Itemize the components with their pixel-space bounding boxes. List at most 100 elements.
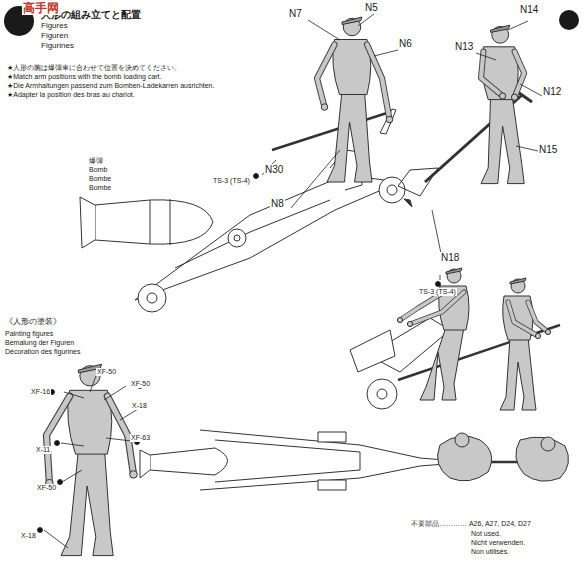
drawing-stroke xyxy=(481,96,524,184)
drawing-stroke xyxy=(215,440,360,482)
drawing-stroke xyxy=(398,168,438,196)
drawing-stroke xyxy=(150,199,170,245)
note-text: Painting figures xyxy=(4,330,54,338)
drawing-stroke xyxy=(317,45,335,108)
drawing-stroke xyxy=(147,293,157,303)
drawing-stroke xyxy=(379,177,405,203)
drawing-stroke xyxy=(95,200,213,244)
paint-code: X-18 xyxy=(20,532,37,540)
drawing-stroke xyxy=(62,470,82,482)
note-text: 《人形の塗装》 xyxy=(4,318,62,327)
drawing-stroke xyxy=(510,278,526,284)
drawing-stroke xyxy=(138,284,166,312)
drawing-stroke xyxy=(150,448,228,475)
callout-number: N6 xyxy=(398,38,413,49)
drawing-stroke xyxy=(440,275,441,280)
drawing-stroke xyxy=(317,45,335,108)
drawing-stroke xyxy=(104,386,126,400)
drawing-stroke xyxy=(47,396,70,483)
drawing-stroke xyxy=(135,175,400,300)
paint-code: XF-63 xyxy=(130,434,151,442)
drawing-stroke xyxy=(64,392,84,398)
note-text: Not used. xyxy=(470,530,502,538)
paint-code: X-11 xyxy=(35,446,51,454)
drawing-stroke xyxy=(234,235,240,241)
drawing-stroke xyxy=(535,333,540,338)
drawing-stroke xyxy=(44,530,68,548)
callout-number: N12 xyxy=(542,86,562,97)
drawing-stroke xyxy=(90,376,96,392)
drawing-stroke xyxy=(515,52,525,98)
drawing-stroke xyxy=(200,430,470,490)
drawing-stroke xyxy=(38,528,43,533)
drawing-stroke xyxy=(55,441,60,446)
step-badge xyxy=(559,10,579,30)
drawing-stroke xyxy=(308,20,340,40)
callout-number: N8 xyxy=(270,198,285,209)
note-text: 爆弾 xyxy=(88,157,104,165)
callout-number: N18 xyxy=(440,252,460,263)
paint-code: XF-50 xyxy=(96,368,117,376)
drawing-stroke xyxy=(80,197,95,248)
drawing-stroke xyxy=(407,321,412,326)
drawing-stroke xyxy=(387,185,397,195)
paint-code: XF-50 xyxy=(36,484,57,492)
drawing-stroke xyxy=(455,433,469,447)
callout-number: N13 xyxy=(454,41,474,52)
watermark: 高手网 xyxy=(22,2,60,15)
note-text: Décoration des figurines xyxy=(4,348,82,356)
note-text: Figures xyxy=(40,22,69,31)
drawing-stroke xyxy=(516,146,538,151)
drawing-stroke xyxy=(528,302,548,332)
note-text: Figuren xyxy=(40,32,69,41)
drawing-stroke xyxy=(528,302,548,332)
drawing-stroke xyxy=(491,25,510,32)
paint-code: XF-50 xyxy=(130,380,151,388)
drawing-stroke xyxy=(410,292,464,324)
note-text: Bombe xyxy=(88,184,112,192)
drawing-stroke xyxy=(367,379,397,409)
drawing-stroke xyxy=(228,229,246,247)
note-text: ★人形の腕は爆弾車に合わせて位置を決めてください。 xyxy=(6,64,182,72)
drawing-stroke xyxy=(130,471,138,479)
note-text: ★Adapter la position des bras au chariot… xyxy=(6,91,136,99)
note-text: Bomb xyxy=(88,166,108,174)
drawing-stroke xyxy=(516,437,569,481)
drawing-stroke xyxy=(397,317,402,322)
drawing-stroke xyxy=(446,268,462,274)
note-text: ★Match arm positions with the bomb loadi… xyxy=(6,73,163,81)
drawing-stroke xyxy=(436,282,441,287)
drawing-stroke xyxy=(476,53,496,60)
drawing-stroke xyxy=(342,17,362,25)
drawing-stroke xyxy=(291,150,340,208)
paint-code: X-18 xyxy=(131,402,148,410)
drawing-stroke xyxy=(515,52,525,98)
note-text: Bombe xyxy=(88,175,112,183)
drawing-stroke xyxy=(272,112,390,150)
note-text: Non utilisés. xyxy=(470,548,510,556)
callout-number: N15 xyxy=(538,144,558,155)
drawing-stroke xyxy=(318,432,346,490)
drawing-stroke xyxy=(545,329,550,334)
callout-number: N7 xyxy=(288,8,303,19)
note-text: 不要部品………… A26, A27, D24, D27 xyxy=(410,520,532,528)
paint-code: XF-16 xyxy=(30,388,51,396)
drawing-stroke xyxy=(499,93,505,99)
drawing-stroke xyxy=(61,450,113,556)
drawing-stroke xyxy=(367,45,390,120)
drawing-stroke xyxy=(374,50,398,56)
callout-number: N5 xyxy=(364,2,379,13)
drawing-stroke xyxy=(520,84,542,96)
drawing-stroke xyxy=(350,330,395,372)
callout-number: N14 xyxy=(519,4,539,15)
note-text: Bemalung der Figuren xyxy=(4,339,75,347)
note-text: ★Die Armhaltungen passend zum Bomben-Lad… xyxy=(6,82,215,90)
drawing-stroke xyxy=(367,45,390,120)
drawing-stroke xyxy=(140,450,150,478)
drawing-stroke xyxy=(358,14,374,26)
drawing-stroke xyxy=(508,21,528,30)
drawing-stroke xyxy=(327,91,372,182)
drawing-stroke xyxy=(47,396,70,483)
drawing-stroke xyxy=(254,174,259,179)
drawing-stroke xyxy=(541,437,555,451)
